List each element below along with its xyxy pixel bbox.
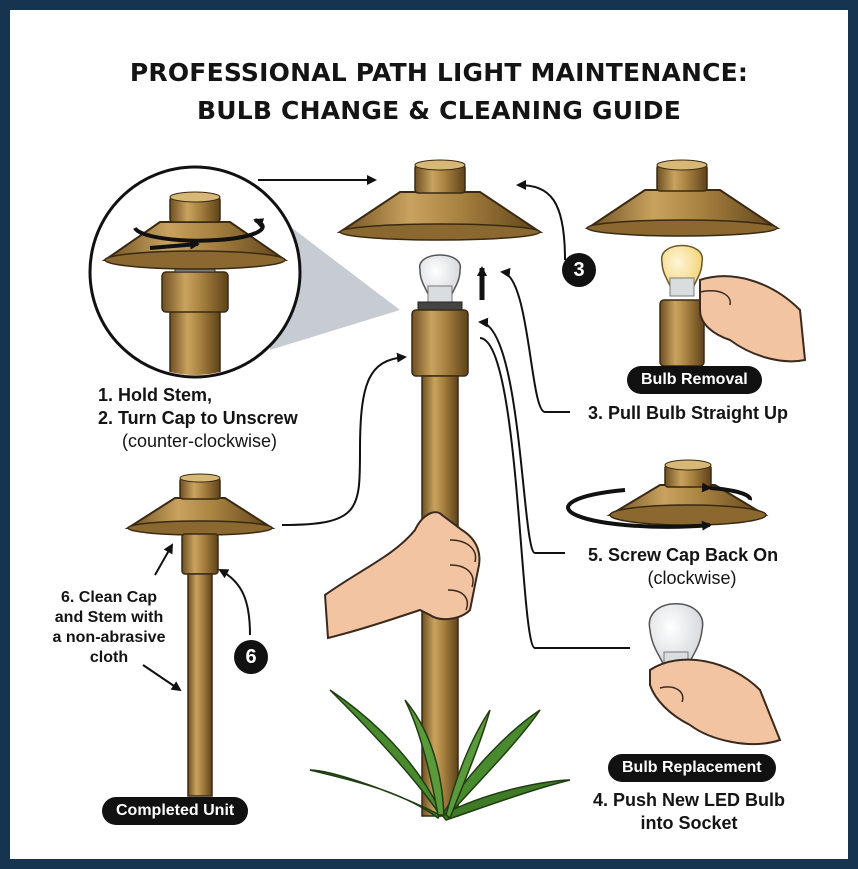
clockwise-arrow-icon [566,488,712,531]
counter-clockwise-arrow-icon [133,218,265,243]
completed-unit [124,473,276,797]
bulb-replacement-badge: Bulb Replacement [608,754,776,782]
plant-icon [309,689,571,821]
step5-note: (clockwise) [647,568,737,588]
cap-rotate-scene [566,459,769,531]
step5-label: 5. Screw Cap Back On [588,545,779,565]
arrow-step3-to-cap [516,180,566,261]
step1-label: 1. Hold Stem, [98,385,213,405]
step4-label-line1: 4. Push New LED Bulb [592,790,786,810]
bulb-removal-badge: Bulb Removal [627,366,762,394]
hand-holding-stem [323,511,481,640]
arrow-step3-to-bulb [500,267,570,413]
page-title-line2: BULB CHANGE & CLEANING GUIDE [196,96,682,125]
center-light-exploded [336,159,544,817]
step6-label-line1: 6. Clean Cap [60,589,158,606]
arrow-step6 [218,569,251,636]
step2-note: (counter-clockwise) [122,431,278,451]
arrow-clean-stem [142,664,182,692]
step6-label-line4: cloth [89,649,129,666]
zoom-beam [270,215,400,350]
bulb-removal-scene [584,159,807,367]
center-bulb [419,254,461,303]
zoom-callout [88,165,400,379]
illustration [88,159,807,821]
center-socket [411,309,469,377]
completed-unit-badge: Completed Unit [102,797,249,825]
arrow-bulb-replacement [479,337,630,649]
bulb-replacement-scene [648,603,782,746]
step4-label-line2: into Socket [640,813,738,833]
arrow-clean-cap [154,543,173,576]
page-title-line1: PROFESSIONAL PATH LIGHT MAINTENANCE: [129,58,749,87]
step6-label-line3: a non-abrasive [52,629,166,646]
step6-label-line2: and Stem with [54,609,164,626]
arrow-step5-to-socket [478,317,565,554]
connector-arrows [142,175,630,692]
step3-label: 3. Pull Bulb Straight Up [588,403,789,423]
step2-label: 2. Turn Cap to Unscrew [98,408,298,428]
arrow-completed-to-center [281,352,407,526]
step-number-3: 3 [562,253,596,287]
step-number-6: 6 [234,640,268,674]
